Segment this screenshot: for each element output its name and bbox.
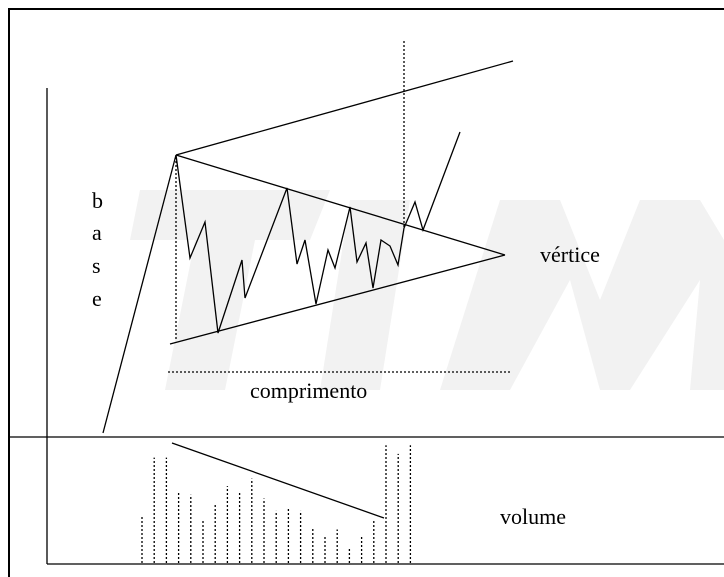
volume-label: volume [500,504,566,529]
price-zigzag [175,131,461,334]
prior-uptrend-line [102,154,177,434]
upper-trendline [175,154,506,256]
base-letter-a: a [92,220,102,245]
volume-trendline [171,442,385,519]
watermark [130,190,724,390]
base-letter-s: s [92,253,101,278]
base-letter-e: e [92,286,102,311]
volume-bars [141,445,412,563]
length-label: comprimento [250,378,367,403]
lower-trendline [169,254,506,345]
base-letter-b: b [92,188,103,213]
outer-frame [8,8,724,577]
projection-line [175,60,514,156]
vertex-label: vértice [540,242,600,267]
